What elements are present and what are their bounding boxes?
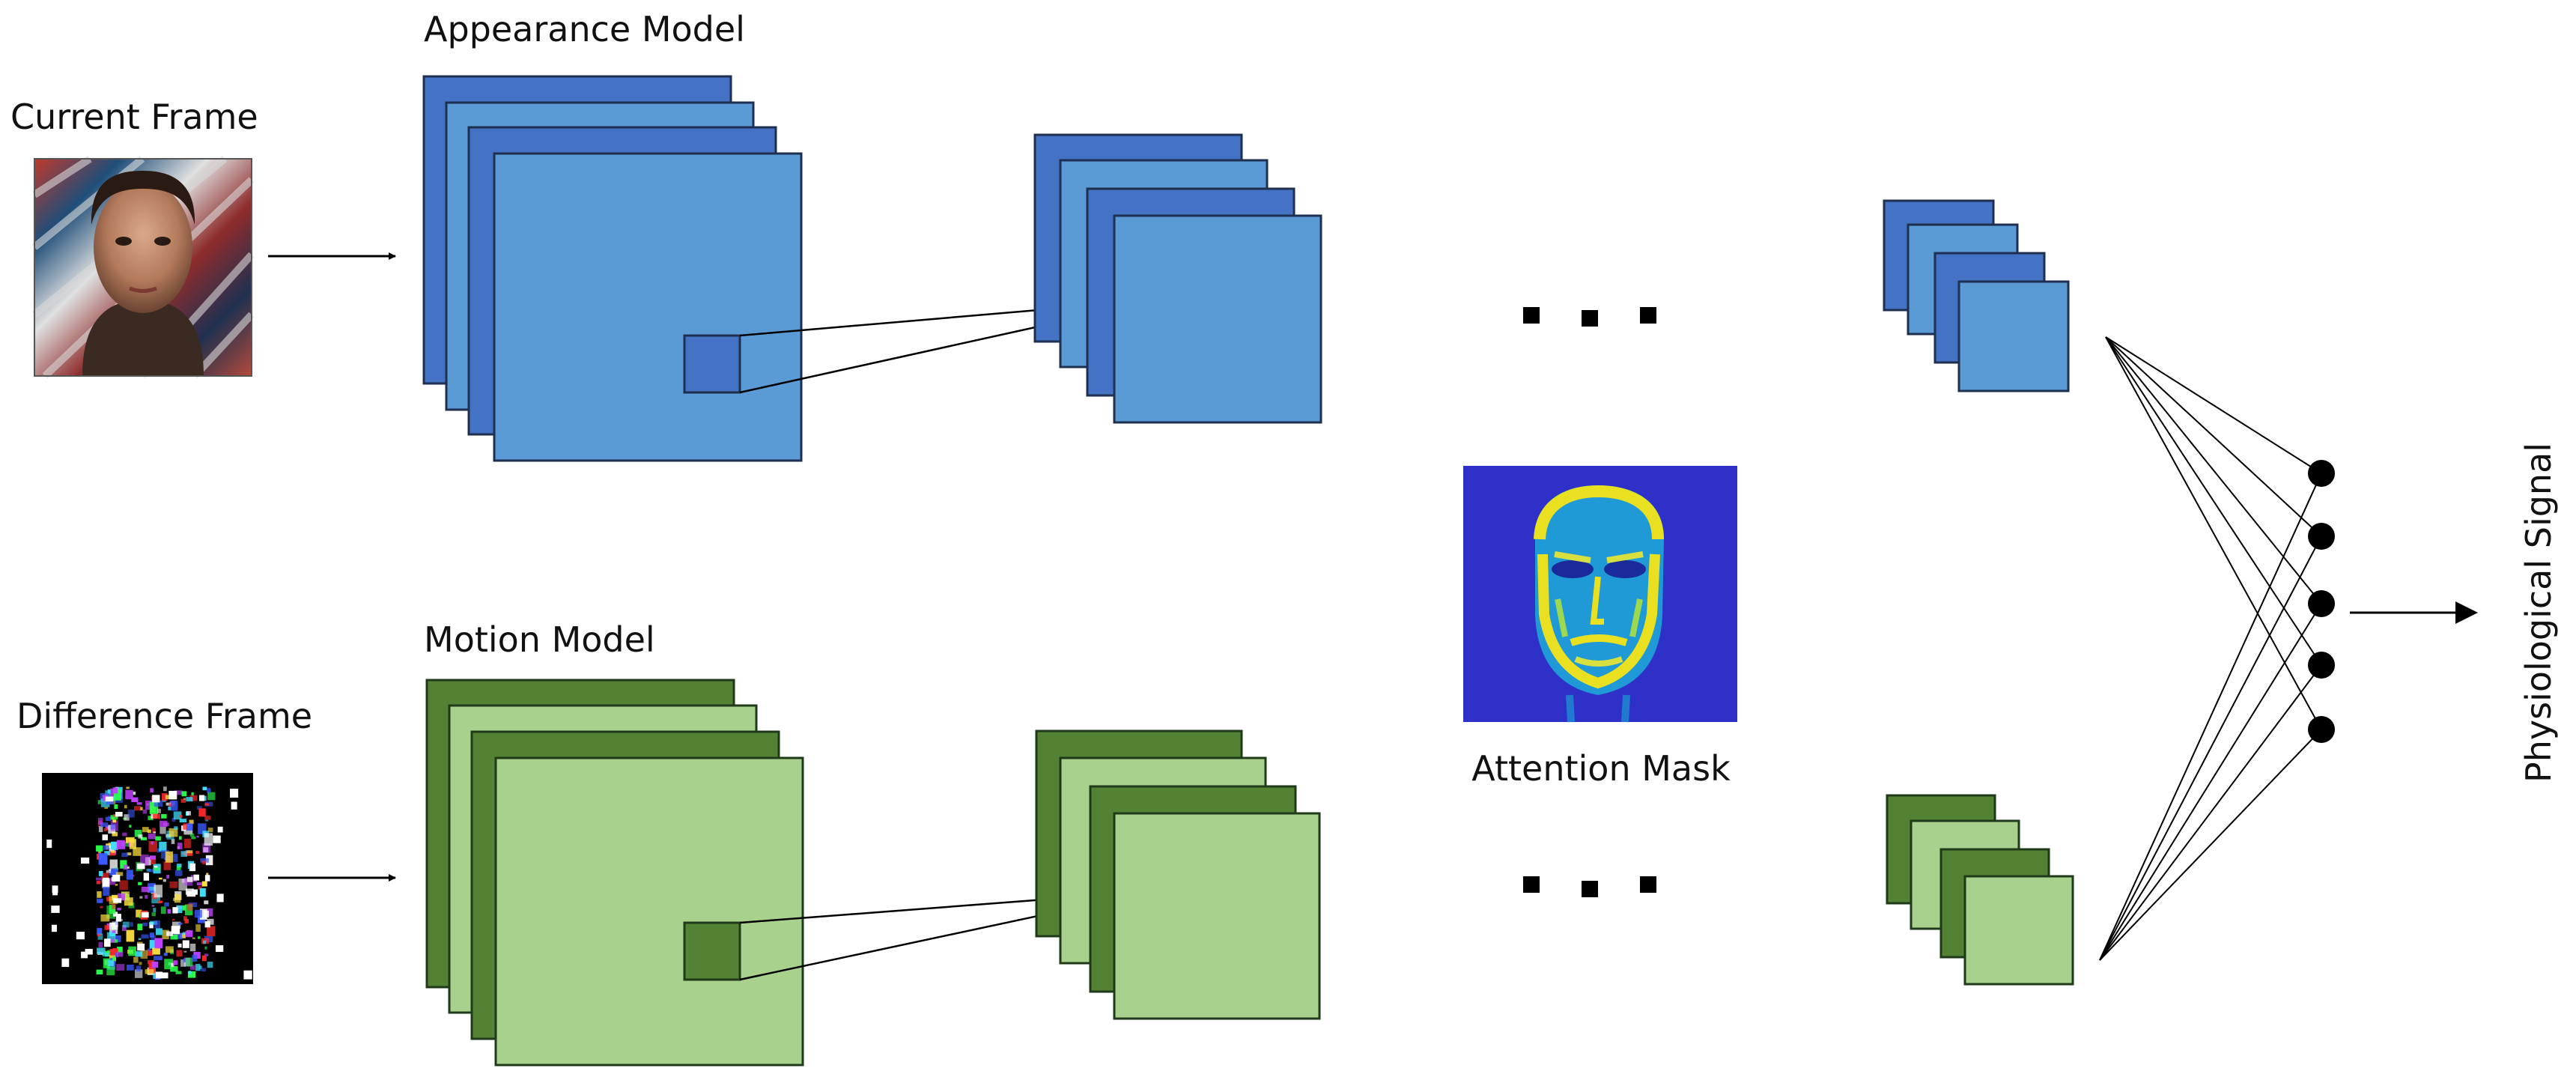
appearance-model-label: Appearance Model xyxy=(424,9,745,49)
physiological-signal-label: Physiological Signal xyxy=(2518,443,2559,783)
motion-layer xyxy=(494,756,804,1067)
current-frame-image xyxy=(31,155,255,379)
motion-final-stack xyxy=(1886,794,2074,986)
motion-model-label: Motion Model xyxy=(424,619,655,660)
difference-frame-image xyxy=(42,773,253,984)
appearance-feature-stack xyxy=(1033,133,1322,424)
difference-frame-label: Difference Frame xyxy=(16,696,312,736)
appearance-layer xyxy=(493,152,803,462)
fully-connected-nodes xyxy=(2308,460,2335,743)
attention-mask-image xyxy=(1463,466,1737,723)
motion-model-stack xyxy=(425,679,804,1067)
motion-feature-stack xyxy=(1035,729,1321,1020)
appearance-kernel xyxy=(683,334,741,394)
fc-node xyxy=(2308,460,2335,487)
motion-kernel xyxy=(683,921,741,981)
appearance-model-stack xyxy=(422,75,803,462)
fc-node xyxy=(2308,652,2335,679)
ellipsis-bottom-icon xyxy=(1523,876,1656,897)
fully-connected-edges xyxy=(2099,336,2322,961)
fc-node xyxy=(2308,590,2335,617)
fc-node xyxy=(2308,716,2335,743)
ellipsis-top-icon xyxy=(1523,307,1656,327)
fc-node xyxy=(2308,523,2335,550)
appearance-final-stack xyxy=(1883,199,2070,392)
current-frame-label: Current Frame xyxy=(10,97,258,137)
attention-mask-label: Attention Mask xyxy=(1471,748,1731,789)
